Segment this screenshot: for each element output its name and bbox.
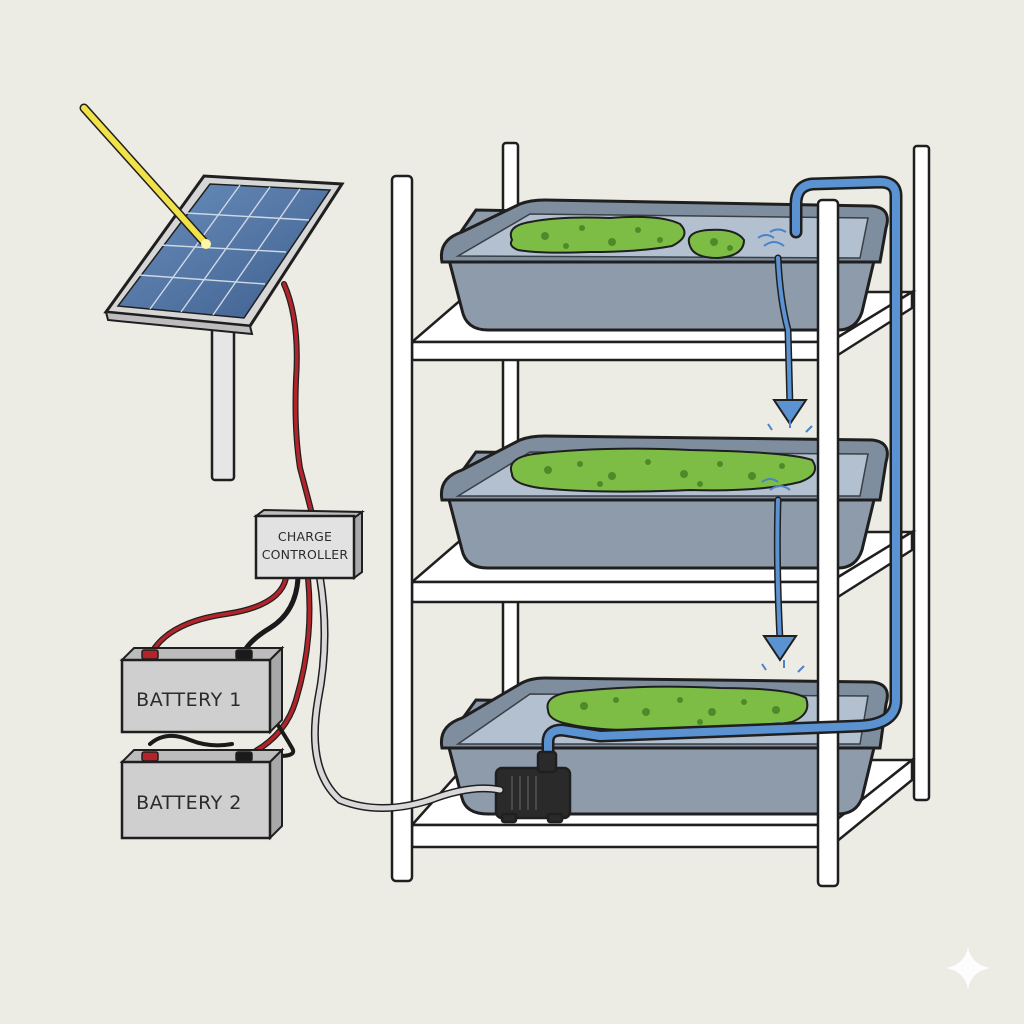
flow-arrow-down-icon [762, 635, 798, 662]
pump-outlet [536, 750, 558, 774]
charge-controller-label-line2: CONTROLLER [262, 547, 349, 562]
charge-controller-label-line1: CHARGE [278, 529, 332, 544]
algae-mat-middle [510, 447, 816, 493]
wire-controller-to-battery1-positive [150, 576, 288, 654]
wire-controller-to-battery1-negative [241, 575, 301, 655]
battery-1-negative-terminal [235, 649, 253, 660]
charge-controller: CHARGE CONTROLLER [253, 508, 365, 580]
battery-2-positive-terminal [141, 751, 159, 762]
shelf-post-back-right [912, 144, 931, 802]
battery-1: BATTERY 1 [119, 645, 285, 735]
algae-mat-top [509, 215, 686, 254]
sparkle-icon [946, 946, 990, 990]
wire-controller-to-pump [312, 575, 503, 811]
shelf-bottom-front-edge [410, 823, 832, 849]
shelf-post-front-right [816, 198, 840, 888]
shelf-top-front-edge [410, 340, 832, 362]
sun-ray [79, 103, 211, 249]
shelf-frame-front [390, 174, 840, 888]
solar-panel [103, 174, 345, 336]
wiring [148, 281, 504, 812]
battery-2: BATTERY 2 [119, 747, 285, 841]
tray-top [439, 198, 889, 332]
shelf-post-front-left [390, 174, 414, 883]
wire-battery-series-link [148, 733, 234, 748]
return-pipe [541, 175, 903, 767]
water-flow-top-to-middle [767, 254, 813, 433]
wire-controller-to-battery2 [252, 576, 312, 754]
wire-panel-to-controller [281, 281, 315, 517]
pump-body [494, 766, 572, 820]
battery-1-label: BATTERY 1 [136, 689, 242, 711]
battery-2-label: BATTERY 2 [136, 792, 242, 814]
battery-1-positive-terminal [141, 649, 159, 660]
battery-2-negative-terminal [235, 751, 253, 762]
solar-panel-mount-pole [210, 316, 236, 482]
shelf-middle-front-edge [410, 580, 832, 604]
flow-arrow-down-icon [772, 399, 808, 426]
water-flow-middle-to-bottom [761, 496, 805, 673]
